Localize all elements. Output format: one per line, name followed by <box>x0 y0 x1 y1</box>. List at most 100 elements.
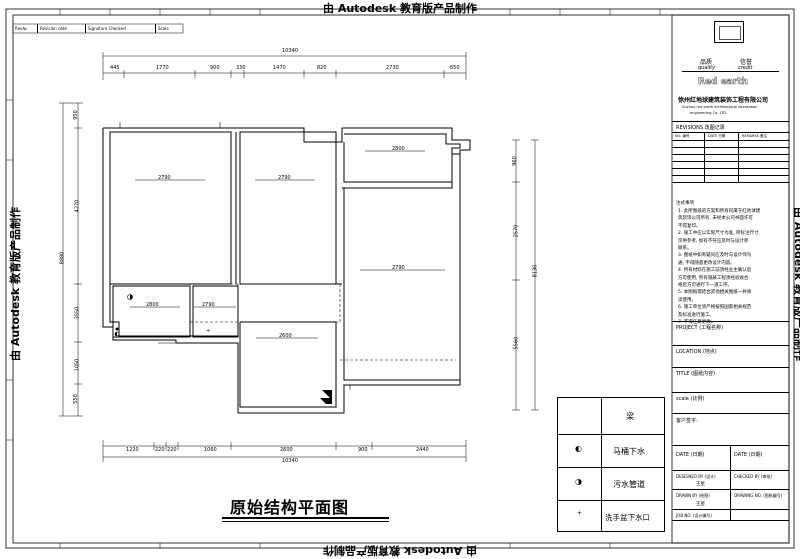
dim-left-3: 3550 <box>74 306 81 320</box>
scale-label: scale (比例) <box>676 396 705 402</box>
room-label-living: 2790 <box>392 265 405 271</box>
drawer-name: 王星 <box>696 502 705 507</box>
designer-name: 王星 <box>696 482 705 487</box>
room-label-bedroom-2: 2790 <box>278 175 291 181</box>
note-line: 不得复印。 <box>678 223 701 229</box>
revision-col-scale: Scale <box>158 26 169 31</box>
room-label-corridor: 2790 <box>202 302 215 308</box>
revision-header: Rev№ Revision note Signature Checked Sca… <box>13 24 183 33</box>
dim-left-overall: 8880 <box>59 251 66 265</box>
room-label-kitchen: 2600 <box>279 333 292 339</box>
sink-drain-icon: + <box>577 510 583 517</box>
note-line: 方可使用, 所有隐蔽工程须经验收合 <box>678 275 749 281</box>
job-no-label: JOB NO. (设计编号) <box>676 513 712 518</box>
note-line: 通, 不得随意更改设计内容。 <box>678 260 735 266</box>
sewage-pipe-icon: ◑ <box>575 477 582 486</box>
notes-list: 1. 此所图纸的方案和所有权属于红地球建 筑装饰公司所有, 未经本公司书面许可 … <box>678 208 786 327</box>
dim-bottom-7: 2440 <box>416 447 429 453</box>
company-name-cn: 徐州红地球建筑装饰工程有限公司 <box>678 97 769 104</box>
dim-right-2: 2570 <box>513 224 520 238</box>
watermark-top: 由 Autodesk 教育版产品制作 <box>322 2 477 15</box>
dim-bottom-3: 220 <box>167 447 177 453</box>
title-label: TITLE (图纸内容) <box>676 371 716 377</box>
legend-label-toilet: 马桶下水 <box>613 447 645 456</box>
revisions-col-no: NO. 编号 <box>675 134 690 138</box>
brand-name: Red earth <box>698 77 749 88</box>
note-line: 读使用。 <box>678 297 696 303</box>
dim-right-overall: 8130 <box>532 264 539 278</box>
designed-by-label: DESIGNED BY (设计) <box>676 474 716 479</box>
location-label: LOCATION (地点) <box>676 349 717 355</box>
note-line: 仅供参考, 如有不符应及时与设计师 <box>678 238 749 244</box>
logo-cn-left: 品质 <box>700 59 713 66</box>
dim-top-1: 445 <box>110 65 120 71</box>
title-block: 品质 信誉 quality credit Red earth 徐州红地球建筑装饰… <box>672 15 789 543</box>
revisions-col-date: DATE 日期 <box>708 134 726 138</box>
company-seal-icon <box>714 21 744 43</box>
legend-header-row: 梁 <box>558 398 664 435</box>
legend-header: 梁 <box>626 412 634 421</box>
drawing-title-underline-thin <box>222 521 389 522</box>
dim-top-4: 330 <box>236 65 246 71</box>
note-line: 联系。 <box>678 246 692 252</box>
legend-label-sink: 洗手盆下水口 <box>605 513 650 522</box>
logo-en-right: credit <box>738 65 753 71</box>
dim-right-3: 5560 <box>513 336 520 350</box>
checked-by-label: CHECKED BY (审核) <box>734 474 772 479</box>
toilet-drain-icon: ◐ <box>575 444 582 453</box>
note-line: 5. 本图纸需结合其他相关图纸一并阅 <box>678 290 752 296</box>
room-label-bedroom-1: 2790 <box>158 175 171 181</box>
dim-left-4: 1050 <box>74 358 81 372</box>
svg-text:+: + <box>206 328 210 334</box>
dim-bottom-4: 1060 <box>204 447 217 453</box>
dim-bottom-1: 1220 <box>126 447 139 453</box>
dim-left-5: 550 <box>72 394 79 404</box>
dim-overall-top: 10340 <box>282 48 298 54</box>
revision-col-note: Revision note <box>38 24 86 33</box>
revisions-col-remarks: REMARKS 备注 <box>742 134 768 138</box>
note-line: 格后方可进行下一道工序。 <box>678 283 732 289</box>
legend-row-toilet: ◐ 马桶下水 <box>558 434 664 468</box>
dim-top-8: 650 <box>450 65 460 71</box>
dim-overall-bottom: 10340 <box>282 458 298 464</box>
legend-label-sewage: 污水管道 <box>613 480 645 489</box>
revision-col-rev: Rev№ <box>13 24 38 33</box>
room-label-top-right: 2800 <box>392 146 405 152</box>
notes-title: 注式事项 <box>676 201 694 206</box>
dim-top-2: 1770 <box>156 65 169 71</box>
dim-right-1: 960 <box>511 156 518 166</box>
logo-en-left: quality <box>698 65 716 71</box>
dim-top-3: 900 <box>210 65 220 71</box>
dim-top-7: 2730 <box>386 65 399 71</box>
revisions-label: REVISIONS 改图记录 <box>676 125 725 131</box>
note-line: 3. 图纸中如有疑问应及时与设计师沟 <box>678 253 752 259</box>
drawn-by-label: DRAWN BY (绘图) <box>676 493 710 498</box>
company-name-en-1: Xuzhou red earth architectural decoratio… <box>682 105 758 109</box>
client-sign-label: 客户签字: <box>676 418 698 424</box>
revision-col-signature: Signature Checked <box>86 24 156 33</box>
date-left-label: DATE (日期) <box>676 452 705 458</box>
room-label-bathroom: 2800 <box>146 302 159 308</box>
dim-top-6: 820 <box>317 65 327 71</box>
date-right-label: DATE (日期) <box>734 452 763 458</box>
note-line: 6. 施工单位须严格按照国家相关规范 <box>678 305 752 311</box>
note-line: 筑装饰公司所有, 未经本公司书面许可 <box>678 216 753 222</box>
logo-cn-right: 信誉 <box>740 59 753 66</box>
dim-left-1: 950 <box>72 110 79 120</box>
drawing-title: 原始结构平面图 <box>230 498 350 517</box>
legend-table: 梁 ◐ 马桶下水 ◑ 污水管道 + 洗手盆下水口 <box>557 397 665 532</box>
legend-row-sewage: ◑ 污水管道 <box>558 467 664 501</box>
note-line: 7. 不得任意更改。 <box>678 320 716 326</box>
dim-left-2: 4270 <box>74 199 81 213</box>
dim-top-5: 1470 <box>273 65 286 71</box>
dim-bottom-2: 220 <box>155 447 165 453</box>
note-line: 2. 施工中应以实际尺寸为准, 所标注尺寸 <box>678 231 759 237</box>
note-line: 及标准进行施工。 <box>678 312 714 318</box>
dim-bottom-6: 900 <box>358 447 368 453</box>
project-label: PROJECT (工程名称) <box>676 325 724 331</box>
company-name-en-2: engineering Co.,LTD. <box>690 111 728 115</box>
note-line: 1. 此所图纸的方案和所有权属于红地球建 <box>678 209 761 214</box>
dim-bottom-5: 2600 <box>280 447 293 453</box>
note-line: 4. 所有材料在施工前须经业主确认后 <box>678 268 752 274</box>
